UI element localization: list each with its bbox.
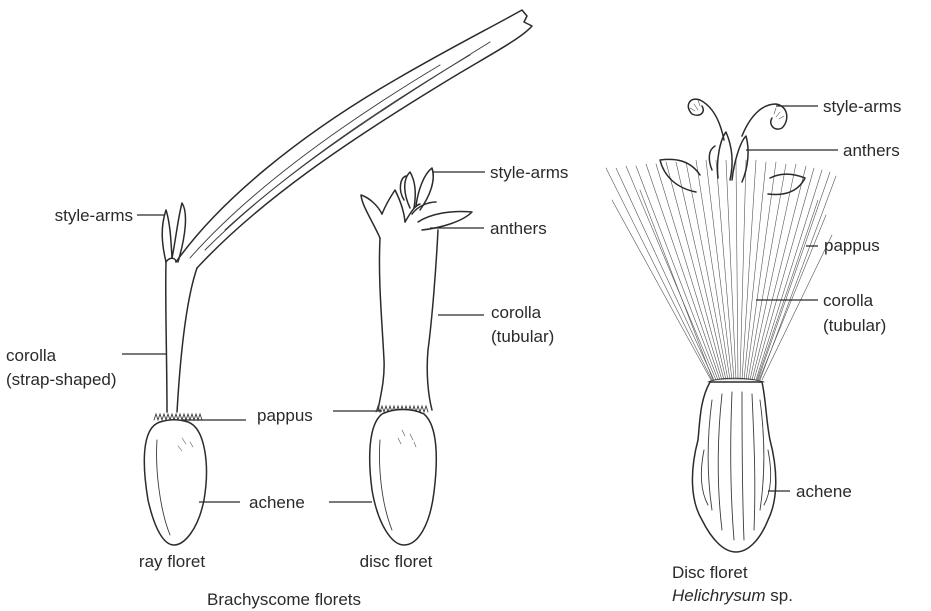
- disc-corolla-type-label: (tubular): [491, 327, 554, 346]
- heli-style-arms-label: style-arms: [823, 97, 901, 116]
- disc-anthers-label: anthers: [490, 219, 547, 238]
- ray-corolla-type-label: (strap-shaped): [6, 370, 117, 389]
- heli-anthers-label: anthers: [843, 141, 900, 160]
- disc-style-arms-label: style-arms: [490, 163, 568, 182]
- heli-corolla-label: corolla: [823, 291, 874, 310]
- helichrysum-genus: Helichrysum: [672, 586, 766, 605]
- disc-corolla-label: corolla: [491, 303, 542, 322]
- helichrysum-species-suffix: sp.: [766, 586, 793, 605]
- heli-pappus-label: pappus: [824, 236, 880, 255]
- helichrysum-caption: Disc floret: [672, 563, 748, 582]
- achene-label: achene: [249, 493, 305, 512]
- ray-floret-drawing: [144, 10, 532, 545]
- heli-corolla-type-label: (tubular): [823, 316, 886, 335]
- ray-floret-caption: ray floret: [139, 552, 205, 571]
- pappus-bristles: [606, 160, 836, 380]
- disc-floret-drawing: [361, 168, 472, 545]
- ray-corolla-label: corolla: [6, 346, 57, 365]
- helichrysum-species-caption: Helichrysum sp.: [672, 586, 793, 605]
- pappus-label: pappus: [257, 406, 313, 425]
- disc-floret-caption: disc floret: [360, 552, 433, 571]
- heli-achene-label: achene: [796, 482, 852, 501]
- brachyscome-group-caption: Brachyscome florets: [207, 590, 361, 609]
- ray-style-arms-label: style-arms: [55, 206, 133, 225]
